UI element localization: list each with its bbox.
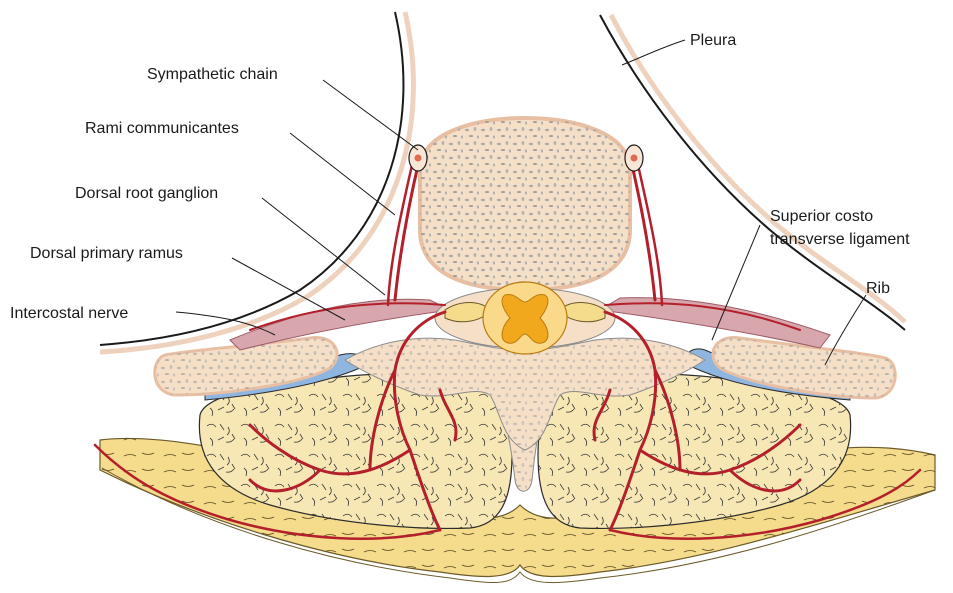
label-superior-costo-line2: transverse ligament — [770, 231, 910, 248]
label-superior-costo-line1: Superior costo — [770, 208, 873, 225]
label-dorsal-root-ganglion: Dorsal root ganglion — [75, 185, 218, 202]
vertebral-body — [420, 118, 630, 290]
label-intercostal-nerve: Intercostal nerve — [10, 305, 128, 322]
label-rami-communicantes: Rami communicantes — [85, 120, 239, 137]
label-dorsal-primary-ramus: Dorsal primary ramus — [30, 245, 183, 262]
label-pleura: Pleura — [690, 32, 736, 49]
label-sympathetic-chain: Sympathetic chain — [147, 66, 278, 83]
left-pleura — [100, 12, 403, 345]
right-pleura-inner — [611, 15, 905, 322]
dorsal-root-ganglion-leader — [262, 198, 385, 295]
label-rib: Rib — [866, 280, 890, 297]
rami-communicantes-leader — [290, 133, 395, 215]
left-pleura-inner — [100, 12, 413, 352]
